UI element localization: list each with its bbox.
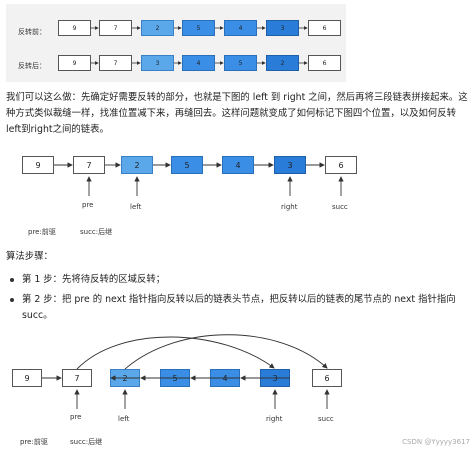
list-item: 第 1 步：先将待反转的区域反转；	[10, 272, 466, 288]
right-pointer-label: right	[281, 203, 298, 211]
watermark: CSDN @Yyyyy3617	[402, 438, 470, 446]
step-2-text: 第 2 步：把 pre 的 next 指针指向反转以后的链表头节点，把反转以后的…	[22, 294, 456, 321]
list-node: 5	[171, 156, 203, 174]
list-node: 9	[58, 55, 91, 71]
list-node: 2	[141, 20, 174, 36]
list-node: 9	[12, 369, 42, 387]
list-node: 6	[308, 55, 341, 71]
pre-pointer-label: pre	[70, 413, 82, 421]
list-node: 7	[62, 369, 92, 387]
list-node: 4	[182, 55, 215, 71]
left-pointer-label: left	[118, 415, 130, 423]
list-node: 6	[312, 369, 342, 387]
explanation-paragraph: 我们可以这么做：先确定好需要反转的部分，也就是下图的 left 到 right …	[6, 92, 468, 135]
list-item: 第 2 步：把 pre 的 next 指针指向反转以后的链表头节点，把反转以后的…	[10, 292, 466, 324]
steps-title: 算法步骤：	[6, 251, 53, 262]
list-node: 9	[58, 20, 91, 36]
list-node: 3	[141, 55, 174, 71]
list-node: 7	[99, 55, 132, 71]
list-node: 3	[274, 156, 306, 174]
list-node: 2	[121, 156, 153, 174]
legend-succ: succ:后继	[70, 438, 103, 446]
bullet-dot	[10, 298, 14, 302]
list-node: 6	[308, 20, 341, 36]
panel-arrows	[91, 26, 308, 65]
succ-pointer-label: succ	[318, 415, 334, 423]
list-node: 3	[266, 20, 299, 36]
left-pointer-label: left	[130, 203, 142, 211]
bullet-dot	[10, 278, 14, 282]
list-node: 7	[73, 156, 105, 174]
step-1-text: 第 1 步：先将待反转的区域反转；	[22, 274, 166, 285]
right-pointer-label: right	[266, 415, 283, 423]
list-node: 2	[266, 55, 299, 71]
list-node: 9	[22, 156, 54, 174]
legend-succ: succ:后继	[80, 228, 113, 236]
list-node: 4	[224, 20, 257, 36]
list-node: 4	[222, 156, 254, 174]
reversal-illustration-panel: 反转前： 反转后： 9 7 2 5 4 3 6 9 7 3 4 5 2 6	[6, 4, 346, 82]
list-node: 5	[224, 55, 257, 71]
list-node: 7	[99, 20, 132, 36]
list-node: 5	[182, 20, 215, 36]
list-node: 6	[325, 156, 357, 174]
legend-pre: pre:前驱	[28, 228, 56, 236]
after-reversal-label: 反转后：	[18, 62, 46, 70]
legend-pre: pre:前驱	[20, 438, 48, 446]
before-reversal-label: 反转前：	[18, 28, 46, 36]
pre-pointer-label: pre	[82, 201, 94, 209]
succ-pointer-label: succ	[332, 203, 348, 211]
